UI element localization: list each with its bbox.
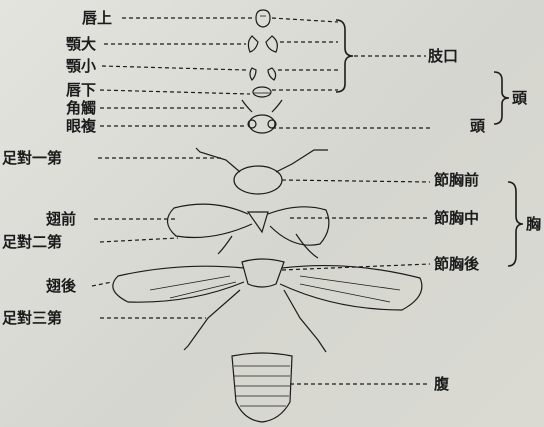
forewing-label: 翅前 (46, 211, 76, 227)
labrum-label: 唇上 (82, 10, 112, 26)
second-leg-label: 足對二第 (2, 234, 62, 250)
abdomen-shape (232, 353, 292, 422)
metathorax-shape (113, 259, 422, 352)
third-leg-label: 足對三第 (2, 310, 62, 326)
head-label: 頭 (470, 118, 485, 134)
thorax-group-label: 胸 (526, 216, 541, 232)
abdomen-label: 腹 (434, 376, 449, 392)
mesothorax-shape (167, 204, 328, 258)
mesothorax-label: 節胸中 (434, 210, 479, 226)
antenna-label: 角觸 (66, 100, 96, 116)
prothorax-shape (196, 148, 328, 194)
maxilla-shapes (250, 68, 276, 80)
first-leg-label: 足對一第 (2, 150, 62, 166)
labrum-shape (256, 10, 270, 27)
mandible-shapes (248, 36, 277, 52)
compound-eye-label: 眼複 (66, 118, 96, 134)
head-group-label: 頭 (512, 90, 527, 106)
maxilla-label: 顎小 (66, 58, 96, 74)
mouthparts-label: 肢口 (428, 48, 458, 64)
metathorax-label: 節胸後 (434, 256, 479, 272)
thorax-brace (508, 182, 523, 266)
left-leader-lines (92, 18, 252, 318)
mouthparts-brace (336, 20, 353, 92)
right-leader-lines (272, 18, 432, 384)
prothorax-label: 節胸前 (434, 172, 479, 188)
labium-label: 唇下 (66, 82, 96, 98)
mandible-label: 顎大 (66, 36, 96, 52)
head-brace (494, 72, 509, 124)
antenna-shapes (242, 100, 282, 112)
labium-shape (253, 87, 271, 97)
head-capsule (248, 115, 276, 133)
hindwing-label: 翅後 (46, 278, 76, 294)
